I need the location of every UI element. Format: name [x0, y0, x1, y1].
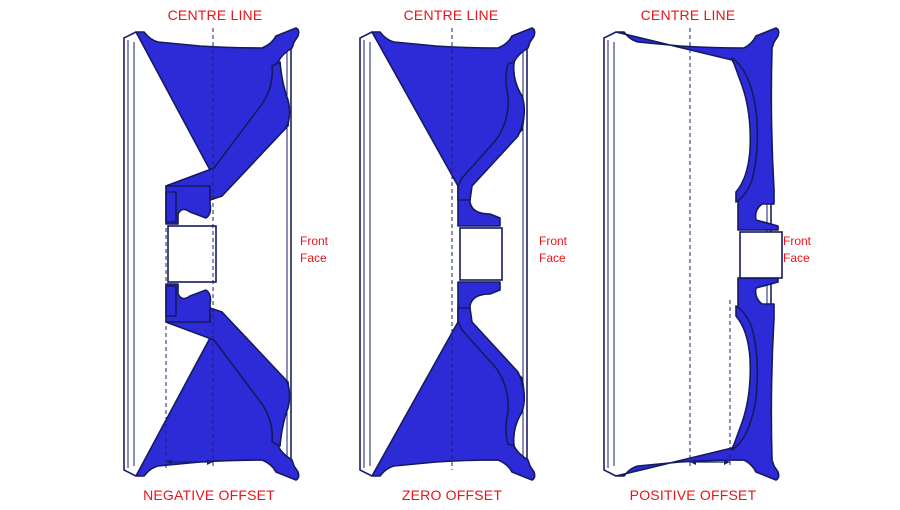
centre-line-label: CENTRE LINE	[641, 7, 736, 23]
centre-line-label: CENTRE LINE	[168, 7, 263, 23]
front-face-label: Front	[300, 234, 329, 248]
front-face-label: Face	[300, 251, 327, 265]
offset-type-label: ZERO OFFSET	[402, 487, 502, 503]
centre-bore	[459, 227, 503, 281]
wheel-negative-offset: CENTRE LINE Front Face NEGATIVE OFFSE	[123, 7, 329, 503]
centre-bore	[167, 225, 217, 283]
front-face-label: Face	[539, 251, 566, 265]
offset-arrow	[166, 459, 213, 465]
front-face-label: Front	[539, 234, 568, 248]
wheel-cross-section	[135, 27, 300, 225]
offset-arrow	[690, 459, 730, 465]
centre-bore	[739, 231, 783, 279]
centre-line-label: CENTRE LINE	[404, 7, 499, 23]
offset-type-label: NEGATIVE OFFSET	[143, 487, 275, 503]
offset-type-label: POSITIVE OFFSET	[630, 487, 757, 503]
front-face-label: Front	[783, 234, 812, 248]
front-face-label: Face	[783, 251, 810, 265]
wheel-zero-offset: CENTRE LINE Front Face ZERO OFFSET	[359, 7, 568, 503]
wheel-positive-offset: CENTRE LINE Front Face POSITIVE OFFSET	[603, 7, 812, 503]
